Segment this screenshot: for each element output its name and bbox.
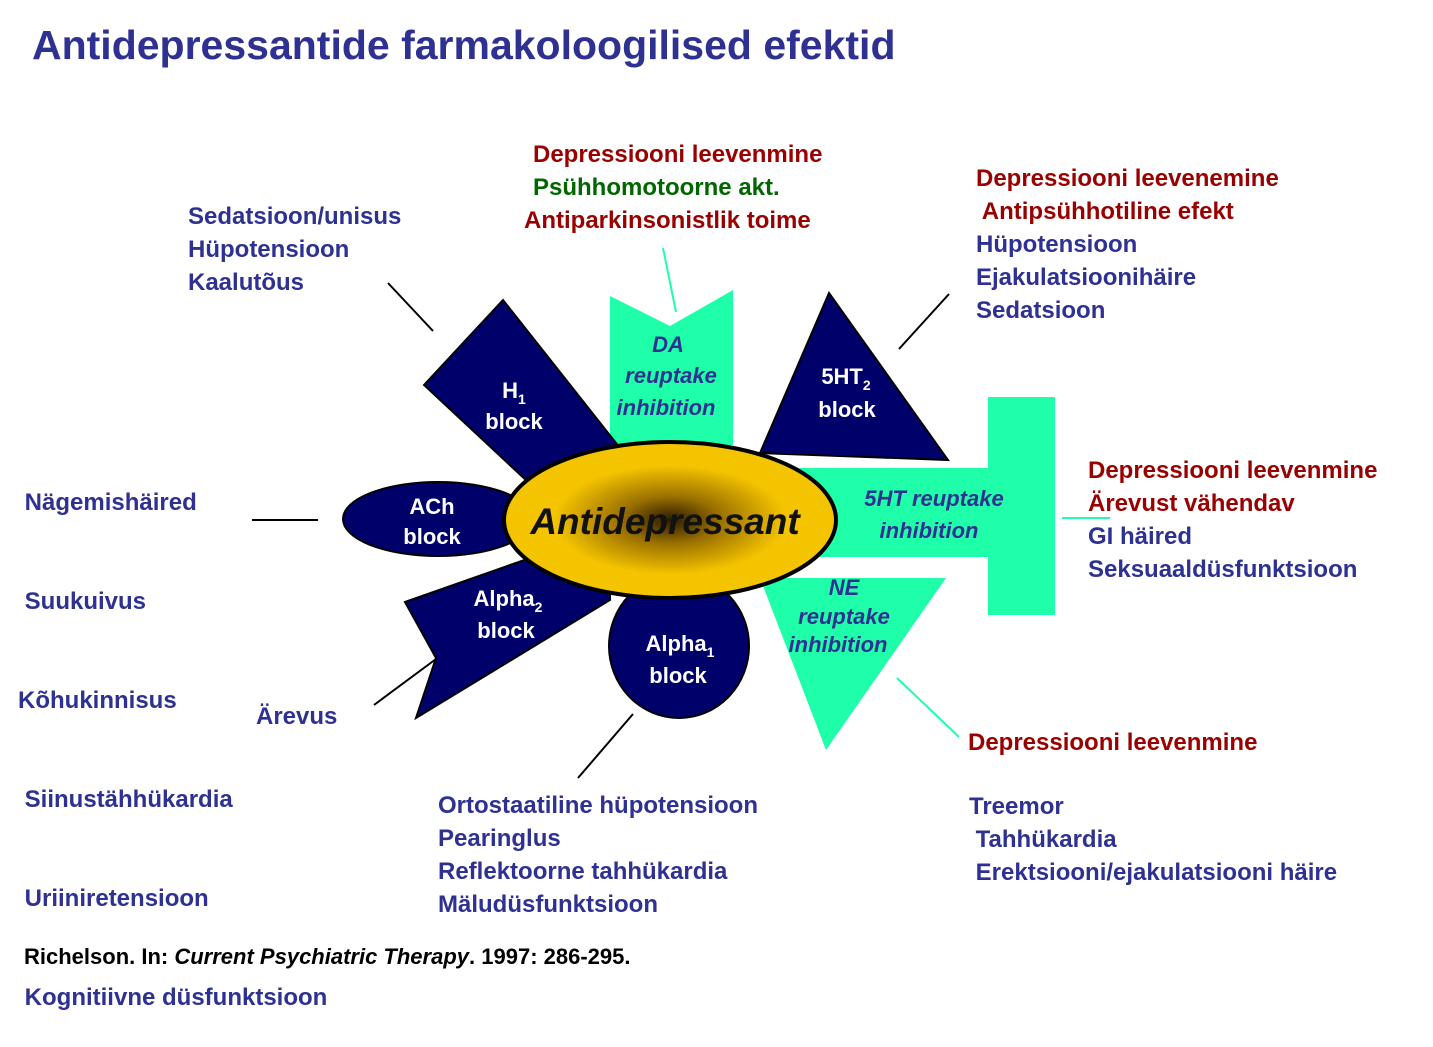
ne-effect: Tahhükardia bbox=[969, 826, 1117, 853]
ht-reuptake-shape bbox=[760, 397, 1055, 615]
ht2-effects: Depressiooni leevenemine Antipsühhotilin… bbox=[976, 162, 1279, 327]
ne-connector bbox=[896, 677, 960, 738]
alpha2-connector bbox=[373, 658, 437, 706]
ht2-block-shape bbox=[758, 290, 950, 462]
ne-label: NE bbox=[829, 575, 861, 600]
ht2-effect: Depressiooni leevenemine bbox=[976, 165, 1279, 192]
ht-reuptake-effect: Depressiooni leevenmine bbox=[1088, 457, 1378, 484]
da-effects: Depressiooni leevenmine Psühhomotoorne a… bbox=[524, 138, 822, 237]
center-label: Antidepressant bbox=[529, 501, 801, 542]
alpha2-effect: Ärevus bbox=[256, 703, 338, 730]
alpha1-block-label-2: block bbox=[649, 663, 707, 688]
ht2-effect: Ejakulatsioonihäire bbox=[976, 264, 1197, 291]
ach-block-label-2: block bbox=[403, 524, 461, 549]
citation-author: Richelson. In: bbox=[24, 944, 175, 969]
alpha2-block-label: Alpha2 bbox=[474, 586, 543, 615]
h1-block-label-2: block bbox=[485, 409, 543, 434]
alpha1-effect: Reflektoorne tahhükardia bbox=[438, 858, 728, 885]
ht-reuptake-effects: Depressiooni leevenmine Ärevust vähendav… bbox=[1088, 454, 1377, 586]
ht-reuptake-effect: Ärevust vähendav bbox=[1088, 490, 1295, 517]
ach-effect: Kognitiivne düsfunktsioon bbox=[18, 984, 328, 1011]
ht-reuptake-label: 5HT reuptake bbox=[864, 486, 1003, 511]
da-label-3: inhibition bbox=[617, 395, 716, 420]
ht2-block-label-2: block bbox=[818, 397, 876, 422]
h1-effect: Kaalutõus bbox=[188, 269, 305, 296]
ne-label-2: reuptake bbox=[798, 604, 890, 629]
h1-connector bbox=[387, 282, 434, 332]
ach-effect: Nägemishäired bbox=[18, 489, 197, 516]
citation-details: . 1997: 286-295. bbox=[469, 944, 631, 969]
da-effect: Antiparkinsonistlik toime bbox=[524, 207, 811, 234]
ach-effect: Siinustähhükardia bbox=[18, 786, 233, 813]
ht2-connector bbox=[898, 293, 950, 350]
ne-label-3: inhibition bbox=[789, 632, 888, 657]
da-effect: Psühhomotoorne akt. bbox=[533, 174, 780, 201]
ne-effect-top: Depressiooni leevenmine bbox=[968, 729, 1258, 756]
ne-reuptake-shape bbox=[760, 578, 946, 750]
citation: Richelson. In: Current Psychiatric Thera… bbox=[24, 944, 631, 970]
ne-effect: Erektsiooni/ejakulatsiooni häire bbox=[969, 859, 1338, 886]
page-title: Antidepressantide farmakoloogilised efek… bbox=[32, 22, 896, 68]
citation-source: Current Psychiatric Therapy bbox=[174, 944, 470, 969]
ach-effect: Suukuivus bbox=[18, 588, 147, 615]
alpha1-effect: Mäludüsfunktsioon bbox=[438, 891, 658, 918]
da-effect: Depressiooni leevenmine bbox=[533, 141, 823, 168]
ht-reuptake-effect: Seksuaaldüsfunktsioon bbox=[1088, 556, 1358, 583]
alpha1-effect: Ortostaatiline hüpotensioon bbox=[438, 792, 759, 819]
h1-effect: Hüpotensioon bbox=[188, 236, 350, 263]
ht-reuptake-effect: GI häired bbox=[1088, 523, 1193, 550]
h1-effect: Sedatsioon/unisus bbox=[188, 203, 402, 230]
h1-block-label: H1 bbox=[502, 378, 526, 407]
alpha2-block-label-2: block bbox=[477, 618, 535, 643]
ht2-effect: Hüpotensioon bbox=[976, 231, 1138, 258]
alpha1-effect: Pearinglus bbox=[438, 825, 561, 852]
alpha1-block-label: Alpha1 bbox=[646, 631, 715, 660]
da-connector bbox=[662, 247, 677, 313]
ach-effect: Kõhukinnisus bbox=[18, 687, 177, 714]
antidepressant-center bbox=[502, 440, 838, 600]
antidepressant-diagram: Antidepressant H1 block ACh block Alpha2… bbox=[252, 247, 1110, 779]
alpha1-connector bbox=[577, 713, 634, 779]
ht-reuptake-label-2: inhibition bbox=[880, 518, 979, 543]
ht2-effect: Sedatsioon bbox=[976, 297, 1106, 324]
ht2-effect: Antipsühhotiline efekt bbox=[976, 198, 1234, 225]
da-label-2: reuptake bbox=[625, 363, 717, 388]
ach-effect: Uriiniretensioon bbox=[18, 885, 209, 912]
ach-block-label: ACh bbox=[409, 494, 454, 519]
h1-effects: Sedatsioon/unisus Hüpotensioon Kaalutõus bbox=[188, 200, 401, 299]
da-reuptake-shape bbox=[610, 290, 733, 445]
ht2-block-label: 5HT2 bbox=[821, 364, 871, 393]
da-label: DA bbox=[652, 332, 684, 357]
ne-effect: Treemor bbox=[969, 793, 1064, 820]
ne-effects: Treemor Tahhükardia Erektsiooni/ejakulat… bbox=[969, 790, 1337, 889]
alpha1-effects: Ortostaatiline hüpotensioon Pearinglus R… bbox=[438, 789, 758, 921]
